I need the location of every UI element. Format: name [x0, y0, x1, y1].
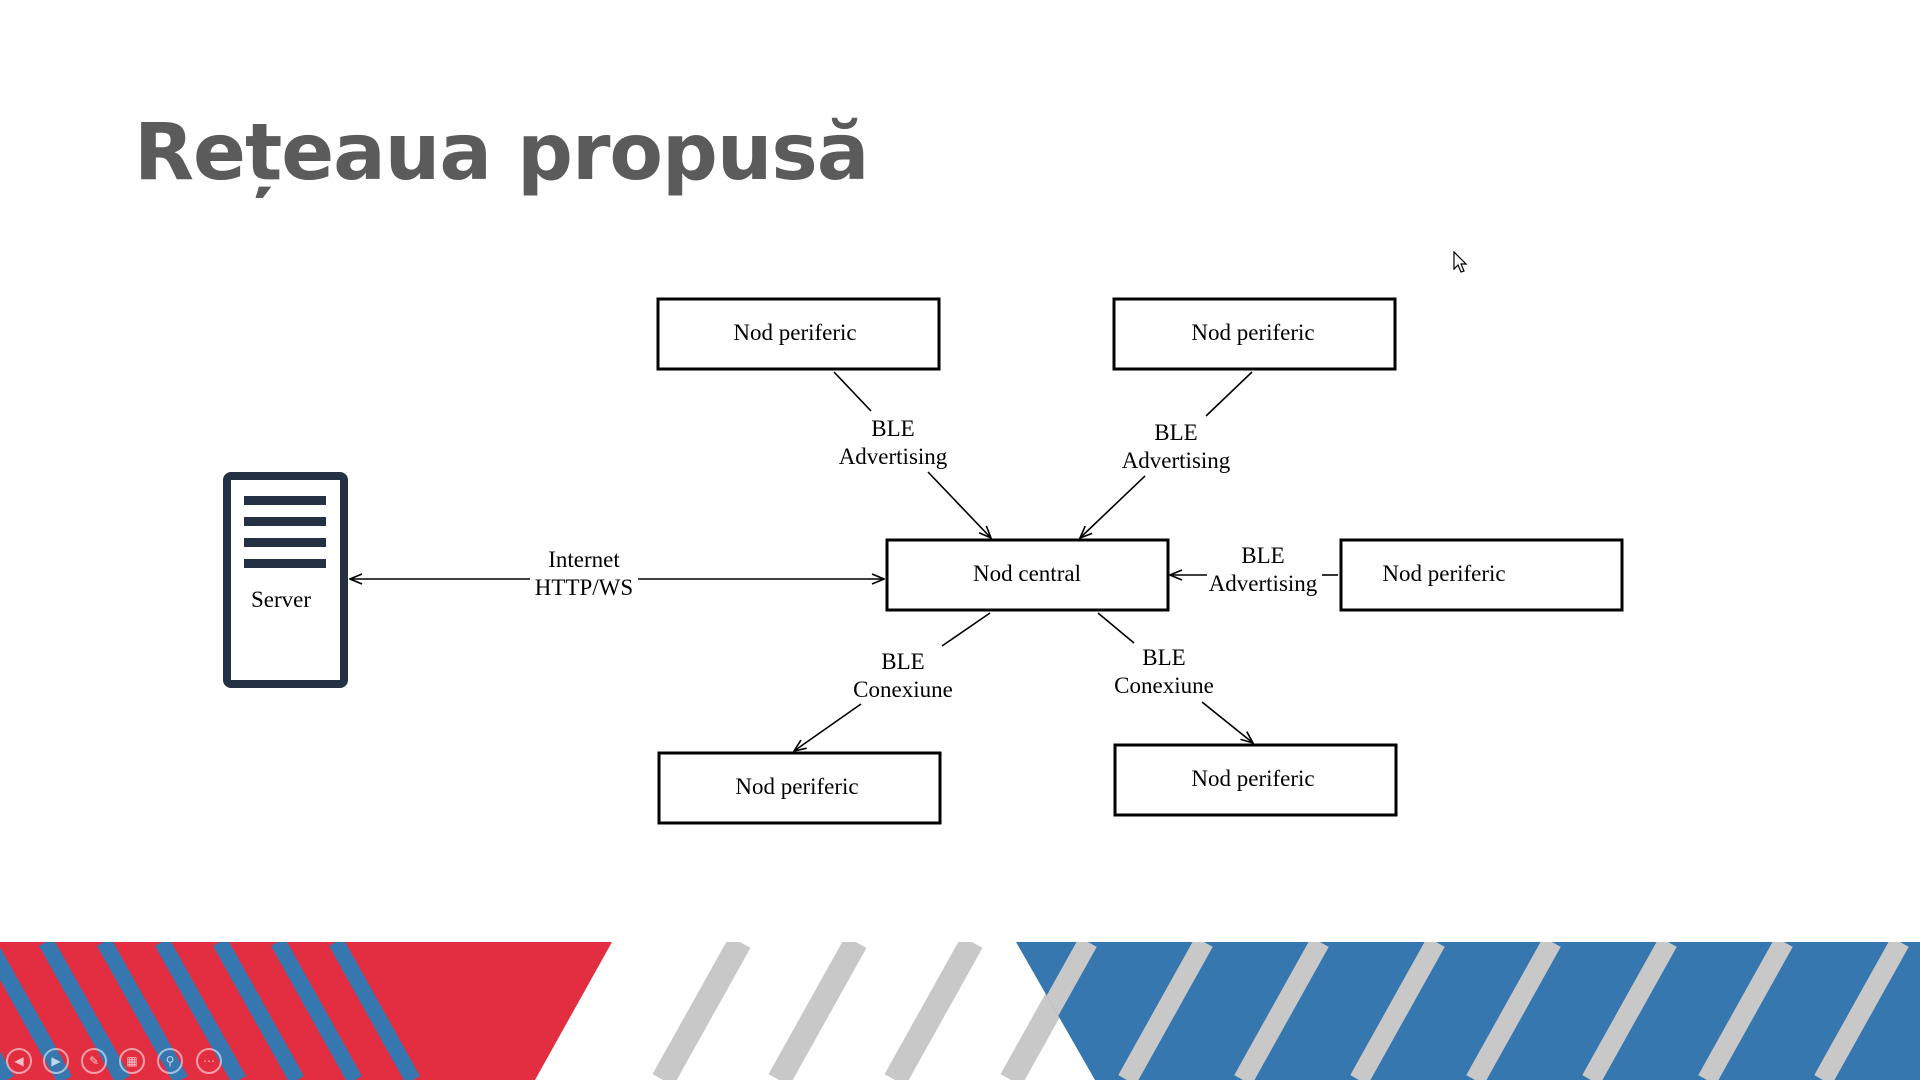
- edge-label-line1: BLE: [871, 416, 914, 441]
- pen-icon[interactable]: ✎: [81, 1048, 107, 1074]
- edge-label-line2: HTTP/WS: [535, 575, 633, 600]
- edge-adv-top-right: BLE Advertising: [1080, 371, 1253, 538]
- edge-internet: Internet HTTP/WS: [350, 547, 884, 600]
- peripheral-node-label: Nod periferic: [1191, 320, 1314, 345]
- peripheral-node-bottom-right: Nod periferic: [1113, 743, 1398, 817]
- peripheral-node-top-left: Nod periferic: [656, 297, 941, 371]
- server-icon: [223, 472, 348, 688]
- edge-label-line1: BLE: [1142, 645, 1185, 670]
- edge-label-line2: Advertising: [1122, 448, 1231, 473]
- next-icon[interactable]: ▶: [43, 1048, 69, 1074]
- peripheral-node-right: Nod periferic: [1339, 538, 1624, 612]
- edge-label-line2: Advertising: [1209, 571, 1318, 596]
- edge-label-line2: Conexiune: [1114, 673, 1214, 698]
- edge-label-line1: BLE: [1154, 420, 1197, 445]
- edge-label-line1: Internet: [548, 547, 620, 572]
- peripheral-node-label: Nod periferic: [733, 320, 856, 345]
- mouse-cursor-icon: [1453, 250, 1468, 273]
- edge-conn-bottom-left: BLE Conexiune: [794, 612, 991, 751]
- edge-label-line2: Advertising: [839, 444, 948, 469]
- edge-label-line1: BLE: [1241, 543, 1284, 568]
- previous-icon[interactable]: ◀: [6, 1048, 32, 1074]
- edge-adv-right: BLE Advertising: [1170, 543, 1338, 596]
- server-label: Server: [251, 587, 311, 612]
- peripheral-node-label: Nod periferic: [735, 774, 858, 799]
- zoom-icon[interactable]: ⚲: [157, 1048, 183, 1074]
- edge-label-line1: BLE: [881, 649, 924, 674]
- edge-adv-top-left: BLE Advertising: [833, 371, 991, 538]
- slide-title: Rețeaua propusă: [134, 108, 869, 198]
- peripheral-node-top-right: Nod periferic: [1112, 297, 1397, 371]
- central-node-label: Nod central: [973, 561, 1081, 586]
- edge-conn-bottom-right: BLE Conexiune: [1097, 612, 1253, 743]
- slides-grid-icon[interactable]: ▦: [119, 1048, 145, 1074]
- central-node: Nod central: [885, 538, 1170, 612]
- peripheral-node-label: Nod periferic: [1382, 561, 1505, 586]
- peripheral-node-label: Nod periferic: [1191, 766, 1314, 791]
- edge-label-line2: Conexiune: [853, 677, 953, 702]
- more-icon[interactable]: ⋯: [196, 1048, 222, 1074]
- peripheral-node-bottom-left: Nod periferic: [657, 751, 942, 825]
- footer-decoration: [0, 942, 1920, 1080]
